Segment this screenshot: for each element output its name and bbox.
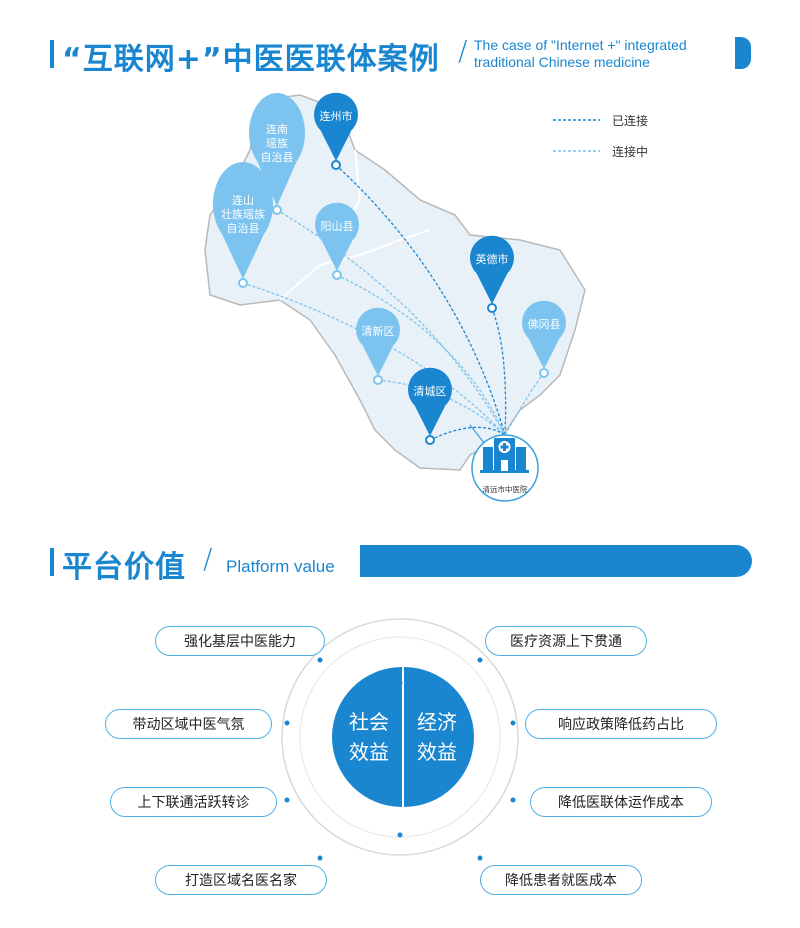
map-pin[interactable]: 清新区 [356,307,401,385]
section1-title: “互联网+”中医医联体案例 [62,42,440,77]
connection-line [504,372,545,436]
benefit-right-2: 响应政策降低药占比 [525,709,717,739]
benefit-left-3: 上下联通活跃转诊 [110,787,277,817]
pin-marker-icon [408,367,453,436]
connection-line [336,274,506,436]
pin-dot-icon [373,375,383,385]
pin-dot-icon [331,160,341,170]
connection-line [276,209,506,436]
pin-marker-icon [212,162,273,279]
pin-label: 瑶族 [266,136,288,150]
pin-label: 连南 [266,123,288,136]
connection-line [429,426,506,441]
map-pin[interactable]: 清城区 [408,367,453,445]
pin-dot-icon [425,435,435,445]
pin-label: 自治县 [227,221,260,235]
pin-label: 自治县 [261,150,294,164]
title-divider: / [203,542,213,575]
pin-label: 壮族瑶族 [221,207,265,221]
pin-label: 连山 [232,194,254,207]
section-marker [50,40,54,68]
social-benefit-line1: 社会 [349,710,389,734]
section2-subtitle: Platform value [226,557,335,576]
pin-label: 英德市 [476,252,509,266]
legend-connected-label: 已连接 [612,113,648,128]
pin-dot-icon [238,278,248,288]
network-map: 已连接 连接中 连州市连南瑶族自治县连山壮族瑶族自治县阳山县英德市佛冈县清新区清… [204,92,648,502]
map-pin[interactable]: 佛冈县 [522,300,567,378]
pin-marker-icon [313,92,359,161]
legend-connecting-label: 连接中 [612,144,648,159]
pin-marker-icon [249,93,306,206]
connection-line [335,164,506,436]
pin-label: 阳山县 [321,220,354,233]
pin-marker-icon [522,300,567,369]
pin-dot-icon [272,205,282,215]
benefit-right-1: 医疗资源上下贯通 [485,626,647,656]
header-bar-decoration [360,545,752,577]
connection-line [242,282,506,436]
section1-subtitle-line2: traditional Chinese medicine [474,54,650,70]
title-divider: / [458,34,468,67]
hospital-node: 清远市中医院 [469,424,539,502]
pin-label: 清新区 [362,324,395,338]
pin-dot-icon [487,303,497,313]
section2-title: 平台价值 [62,550,186,585]
economic-benefit-line1: 经济 [417,710,457,734]
connection-line [491,307,507,436]
region-map [204,94,586,471]
map-pin[interactable]: 连州市 [313,92,359,170]
pin-marker-icon [356,307,401,376]
map-pin[interactable]: 英德市 [470,235,514,313]
pin-dot-icon [332,270,342,280]
map-pin[interactable]: 阳山县 [315,202,359,280]
benefit-right-3: 降低医联体运作成本 [530,787,712,817]
hospital-icon [480,438,529,473]
pin-label: 连州市 [320,109,353,123]
pin-label: 清城区 [414,385,447,398]
social-benefit-line2: 效益 [349,740,389,764]
pin-dot-icon [539,368,549,378]
benefit-left-4: 打造区域名医名家 [155,865,327,895]
header-tab-decoration [735,37,751,69]
section1-subtitle-line1: The case of "Internet +" integrated [474,37,687,53]
economic-benefit-line2: 效益 [417,740,457,764]
benefit-left-1: 强化基层中医能力 [155,626,325,656]
pin-label: 佛冈县 [528,318,561,331]
hospital-label: 清远市中医院 [483,484,528,494]
benefit-left-2: 带动区域中医气氛 [105,709,272,739]
section-marker [50,548,54,576]
benefit-right-4: 降低患者就医成本 [480,865,642,895]
pin-marker-icon [470,235,514,304]
pin-marker-icon [315,202,359,271]
